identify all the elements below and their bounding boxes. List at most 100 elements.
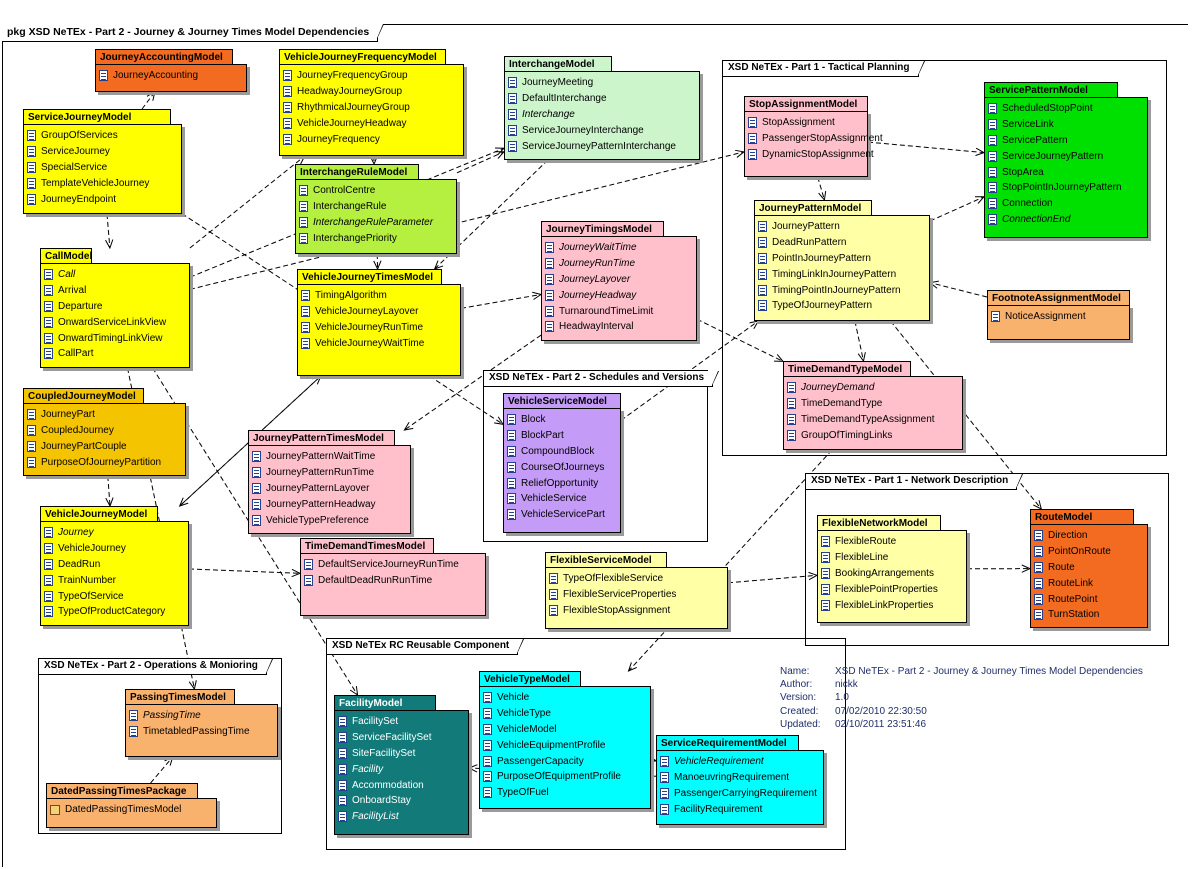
package-element[interactable]: ReliefOpportunity: [507, 475, 616, 491]
package-element[interactable]: Direction: [1034, 528, 1143, 544]
package-element[interactable]: BookingArrangements: [821, 566, 962, 582]
package-element[interactable]: HeadwayJourneyGroup: [283, 84, 459, 100]
package-element[interactable]: CallPart: [44, 346, 185, 362]
package-element[interactable]: DeadRun: [44, 557, 184, 573]
package-element[interactable]: JourneyPattern: [758, 219, 925, 235]
package-element[interactable]: VehicleRequirement: [660, 754, 819, 770]
package-element[interactable]: JourneyLayover: [545, 272, 692, 288]
package-element[interactable]: CourseOfJourneys: [507, 459, 616, 475]
package-element[interactable]: PointOnRoute: [1034, 544, 1143, 560]
package-element[interactable]: JourneyRunTime: [545, 256, 692, 272]
package-element[interactable]: TimetabledPassingTime: [129, 724, 273, 740]
package-element[interactable]: FlexibleStopAssignment: [549, 603, 723, 619]
package-element[interactable]: FlexibleRoute: [821, 534, 962, 550]
package-element[interactable]: FlexibleServiceProperties: [549, 587, 723, 603]
package-element[interactable]: RouteLink: [1034, 575, 1143, 591]
package-element[interactable]: Call: [44, 267, 185, 283]
package-element[interactable]: BlockPart: [507, 428, 616, 444]
package-element[interactable]: Journey: [44, 525, 184, 541]
package-element[interactable]: InterchangeRuleParameter: [299, 215, 452, 231]
package-element[interactable]: DefaultServiceJourneyRunTime: [304, 557, 481, 573]
package-element[interactable]: ServiceJourneyInterchange: [508, 122, 695, 138]
package-element[interactable]: InterchangePriority: [299, 230, 452, 246]
package-element[interactable]: TimeDemandTypeAssignment: [787, 412, 958, 428]
package-element[interactable]: VehicleJourneyLayover: [301, 304, 456, 320]
package-element[interactable]: TypeOfFlexibleService: [549, 571, 723, 587]
package-element[interactable]: VehicleType: [483, 706, 646, 722]
package-element[interactable]: TypeOfService: [44, 588, 184, 604]
package-element[interactable]: JourneyFrequencyGroup: [283, 68, 459, 84]
package-element[interactable]: StopAssignment: [748, 115, 863, 131]
package-element[interactable]: SpecialService: [27, 160, 177, 176]
package-element[interactable]: FacilityRequirement: [660, 801, 819, 817]
package-element[interactable]: Interchange: [508, 107, 695, 123]
package-element[interactable]: JourneyFrequency: [283, 131, 459, 147]
package-element[interactable]: Vehicle: [483, 690, 646, 706]
package-element[interactable]: FacilityList: [338, 809, 464, 825]
package-element[interactable]: FlexibleLinkProperties: [821, 597, 962, 613]
package-element[interactable]: ServiceFacilitySet: [338, 730, 464, 746]
package-element[interactable]: JourneyAccounting: [99, 68, 242, 84]
package-element[interactable]: Facility: [338, 761, 464, 777]
package-element[interactable]: FlexibleLine: [821, 550, 962, 566]
package-element[interactable]: PassingTime: [129, 708, 273, 724]
package-element[interactable]: InterchangeRule: [299, 199, 452, 215]
package-element[interactable]: FacilitySet: [338, 714, 464, 730]
package-element[interactable]: TypeOfProductCategory: [44, 604, 184, 620]
package-element[interactable]: VehicleModel: [483, 722, 646, 738]
package-element[interactable]: OnwardTimingLinkView: [44, 330, 185, 346]
package-element[interactable]: JourneyMeeting: [508, 75, 695, 91]
package-element[interactable]: PassengerStopAssignment: [748, 131, 883, 147]
package-element[interactable]: JourneyEndpoint: [27, 191, 177, 207]
package-element[interactable]: VehicleJourneyRunTime: [301, 320, 456, 336]
package-element[interactable]: Route: [1034, 560, 1143, 576]
package-element[interactable]: PassengerCapacity: [483, 753, 646, 769]
package-element[interactable]: TypeOfJourneyPattern: [758, 298, 925, 314]
package-element[interactable]: StopArea: [988, 164, 1143, 180]
package-element[interactable]: DefaultInterchange: [508, 91, 695, 107]
package-element[interactable]: ServiceJourneyPattern: [988, 148, 1143, 164]
package-element[interactable]: RhythmicalJourneyGroup: [283, 100, 459, 116]
package-element[interactable]: StopPointInJourneyPattern: [988, 180, 1143, 196]
package-element[interactable]: JourneyPartCouple: [27, 439, 181, 455]
package-element[interactable]: CompoundBlock: [507, 444, 616, 460]
package-element[interactable]: TimingAlgorithm: [301, 288, 456, 304]
package-element[interactable]: VehicleEquipmentProfile: [483, 737, 646, 753]
package-element[interactable]: JourneyHeadway: [545, 287, 692, 303]
package-element[interactable]: JourneyPatternHeadway: [252, 496, 406, 512]
package-element[interactable]: OnboardStay: [338, 793, 464, 809]
package-element[interactable]: TurnStation: [1034, 607, 1143, 623]
package-element[interactable]: VehicleJourney: [44, 541, 184, 557]
package-element[interactable]: JourneyPart: [27, 407, 181, 423]
package-element[interactable]: JourneyPatternLayover: [252, 481, 406, 497]
package-element[interactable]: Connection: [988, 196, 1143, 212]
package-element[interactable]: JourneyPatternRunTime: [252, 465, 406, 481]
package-element[interactable]: TypeOfFuel: [483, 785, 646, 801]
package-element[interactable]: Block: [507, 412, 616, 428]
package-element[interactable]: ServiceJourney: [27, 144, 177, 160]
package-element[interactable]: ScheduledStopPoint: [988, 101, 1143, 117]
package-element[interactable]: SiteFacilitySet: [338, 746, 464, 762]
package-element[interactable]: PurposeOfJourneyPartition: [27, 454, 181, 470]
package-element[interactable]: ServicePattern: [988, 133, 1143, 149]
package-element[interactable]: Arrival: [44, 283, 185, 299]
package-element[interactable]: DefaultDeadRunRunTime: [304, 573, 481, 589]
package-element[interactable]: CoupledJourney: [27, 423, 181, 439]
package-element[interactable]: TimingPointInJourneyPattern: [758, 282, 925, 298]
